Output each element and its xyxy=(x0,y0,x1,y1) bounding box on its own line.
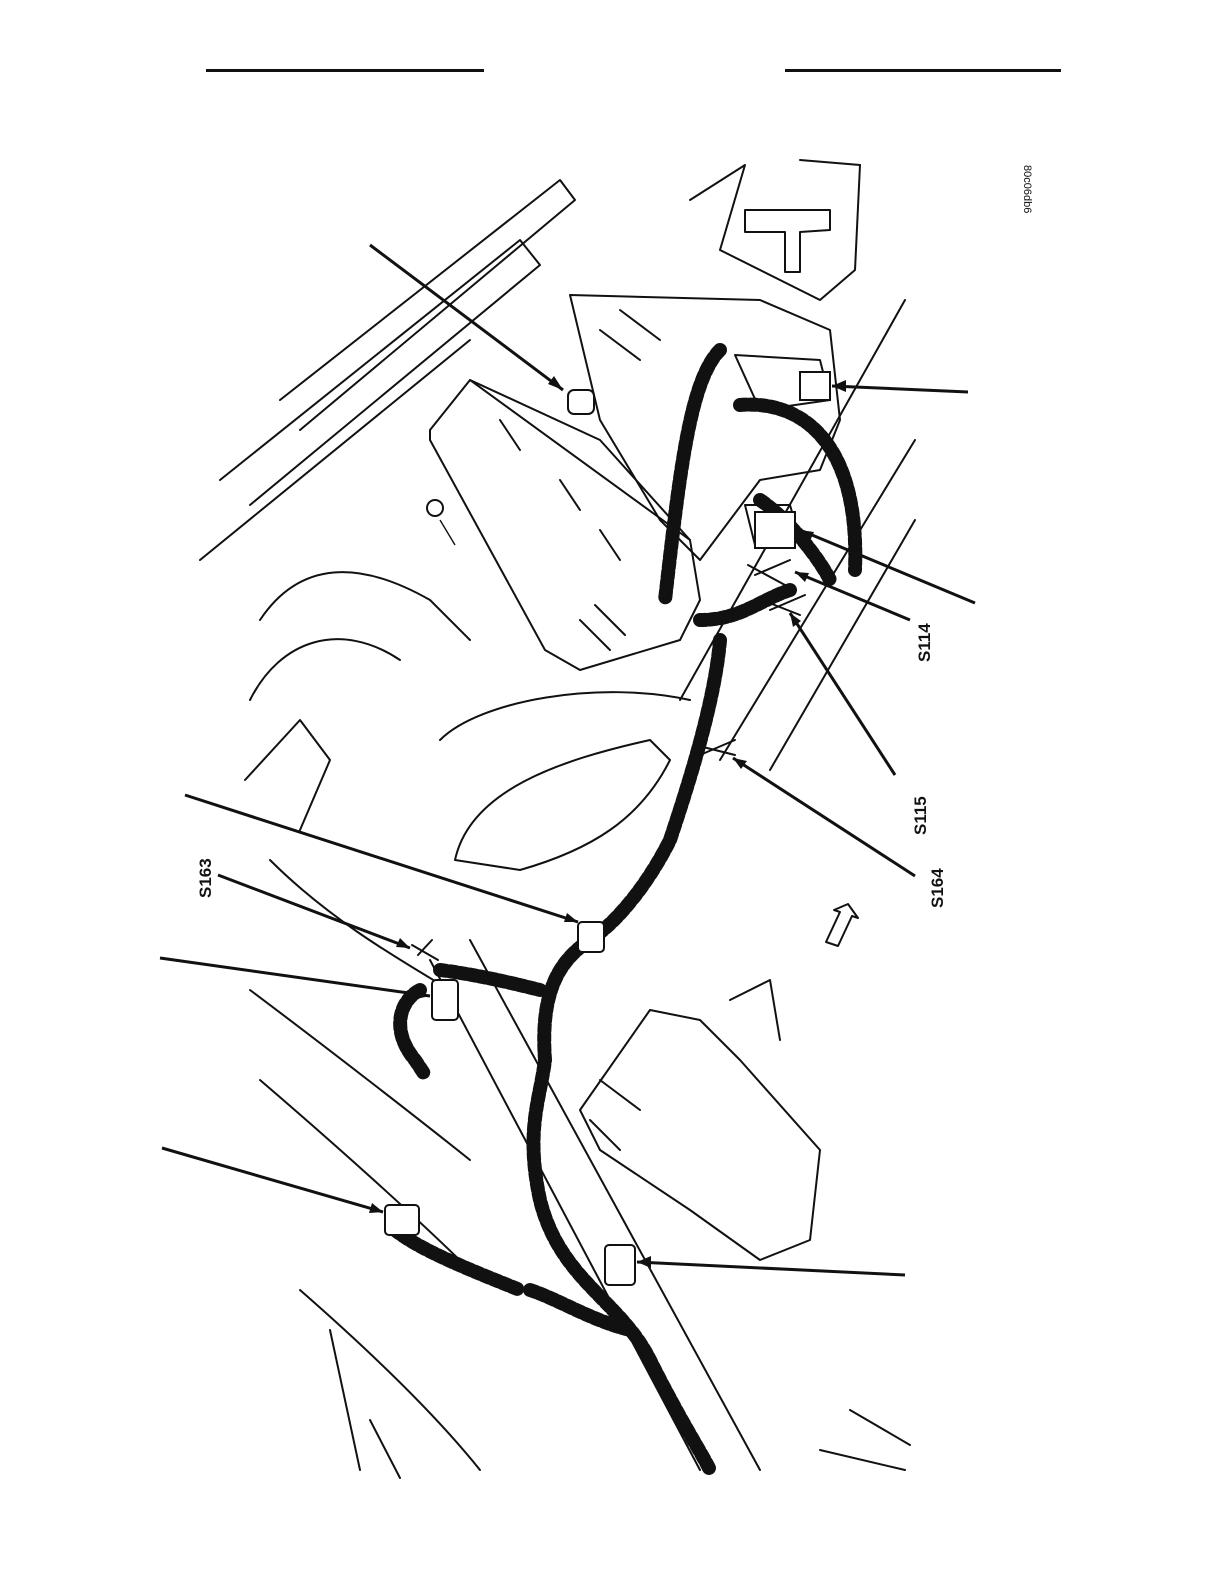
leader-top-left xyxy=(370,245,563,390)
connector-upper-right xyxy=(800,372,830,400)
connector-s163 xyxy=(432,980,458,1020)
power-distribution-center xyxy=(570,295,840,560)
body-outline xyxy=(200,160,915,1478)
leader-left-connector xyxy=(160,958,430,996)
label-s163: S163 xyxy=(196,858,216,898)
connector-lower-right xyxy=(605,1245,635,1285)
connector-fender xyxy=(578,922,604,952)
fender-well xyxy=(440,692,690,870)
lower-bracket xyxy=(580,980,820,1260)
connector-lower-left xyxy=(385,1205,419,1235)
connector-relay xyxy=(755,512,795,548)
label-s115: S115 xyxy=(911,796,931,835)
label-s114: S114 xyxy=(915,623,935,662)
direction-indicator xyxy=(826,904,858,946)
figure-id: 80c06db6 xyxy=(1021,165,1033,213)
leader-s164 xyxy=(733,758,915,876)
splice-marks xyxy=(412,560,805,960)
leader-s115 xyxy=(790,613,895,775)
leader-s114 xyxy=(795,572,910,620)
leader-s163 xyxy=(218,875,410,948)
label-s164: S164 xyxy=(928,868,948,908)
battery-box xyxy=(427,380,700,670)
leader-fender-connector xyxy=(185,795,578,922)
connector-pdc xyxy=(568,390,594,414)
leader-lower-right xyxy=(637,1262,905,1275)
leader-upper-right xyxy=(832,386,968,392)
